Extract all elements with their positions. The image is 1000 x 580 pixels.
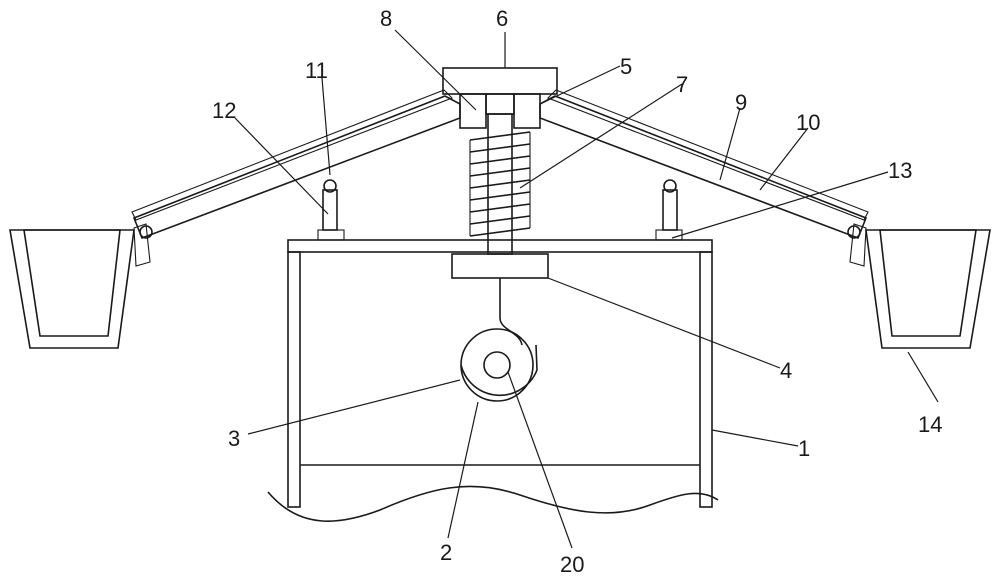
top-cap	[442, 67, 558, 129]
label-6: 6	[496, 6, 508, 31]
label-5: 5	[620, 54, 632, 79]
label-7: 7	[676, 72, 688, 97]
plate-and-hook	[451, 253, 549, 346]
label-10: 10	[796, 110, 820, 135]
label-13: 13	[888, 158, 912, 183]
label-9: 9	[735, 90, 747, 115]
label-2: 2	[440, 540, 452, 565]
housing	[267, 239, 719, 522]
label-1: 1	[798, 436, 810, 461]
cam	[460, 328, 538, 402]
label-14: 14	[918, 412, 942, 437]
label-3: 3	[228, 426, 240, 451]
label-12: 12	[212, 98, 236, 123]
spring-rod	[469, 113, 531, 255]
trough-right	[865, 229, 991, 349]
label-4: 4	[780, 358, 792, 383]
strut-left	[317, 179, 345, 241]
labels: 8 6 5 7 9 10 13 11 12 4 1 14 3 2 20	[212, 6, 942, 577]
strut-right	[655, 179, 683, 241]
label-20: 20	[560, 552, 584, 577]
trough-left	[9, 229, 135, 349]
leader-lines	[234, 29, 939, 549]
label-8: 8	[380, 6, 392, 31]
label-11: 11	[305, 58, 328, 83]
